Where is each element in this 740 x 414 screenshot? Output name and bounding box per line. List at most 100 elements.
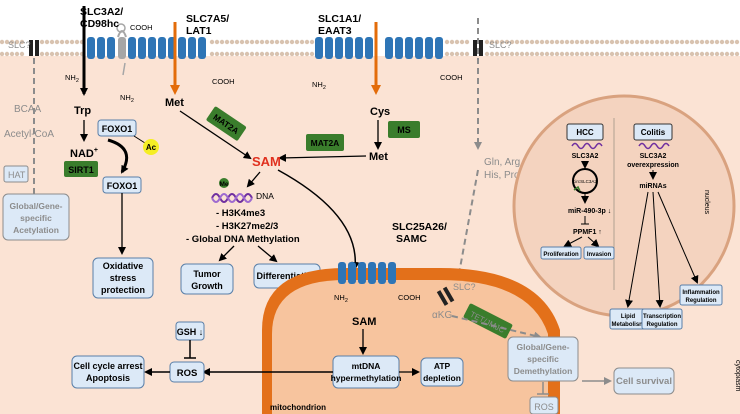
lipid-head — [284, 39, 290, 45]
lipid-head — [69, 51, 75, 57]
cell-cycle-box — [71, 355, 145, 389]
lipid-head — [664, 39, 670, 45]
to-lipid-arrow — [625, 191, 649, 308]
hcc-box — [566, 123, 604, 141]
nucleus — [512, 94, 736, 318]
lipid-head — [594, 39, 600, 45]
lipid-head — [659, 51, 665, 57]
lipid-head — [244, 39, 250, 45]
lipid-head — [724, 39, 730, 45]
lipid-head — [234, 39, 240, 45]
dna-label: DNA — [256, 191, 274, 201]
lipid-head — [214, 39, 220, 45]
lipid-head — [634, 51, 640, 57]
global-acetylation-line1: Global/Gene- — [10, 201, 63, 211]
cooh-samc: COOH — [398, 293, 421, 302]
lipid-head — [4, 51, 10, 57]
lipid-head — [69, 39, 75, 45]
lipid-head — [664, 51, 670, 57]
histone-line3: - Global DNA Methylation — [186, 234, 300, 245]
lipid-head — [609, 39, 615, 45]
lipid-head — [649, 51, 655, 57]
colitis-slc3a2-label: SLC3A2 — [640, 153, 667, 160]
oxidative-line3: protection — [101, 285, 145, 295]
lipid-head — [694, 39, 700, 45]
lipid-head — [544, 51, 550, 57]
lipid-head — [309, 51, 315, 57]
lipid-head — [19, 51, 25, 57]
lipid-head — [509, 51, 515, 57]
lipid-head — [464, 51, 470, 57]
lipid-head — [499, 39, 505, 45]
lipid-head — [689, 39, 695, 45]
mitochondrion-label: mitochondrion — [270, 403, 326, 412]
lipid-head — [579, 39, 585, 45]
lipid-head — [549, 39, 555, 45]
lipid-head — [294, 51, 300, 57]
lipid-head — [624, 51, 630, 57]
lipid-head — [294, 39, 300, 45]
ms-box — [388, 121, 420, 138]
lipid-head — [74, 51, 80, 57]
lipid-head — [524, 39, 530, 45]
ac-label: Ac — [146, 143, 157, 152]
oxidative-stress-box — [92, 257, 154, 299]
tumor-line1: Tumor — [193, 269, 221, 279]
lipid-head — [699, 51, 705, 57]
overexpression-label: overexpression — [627, 162, 679, 169]
circular-rna-icon — [572, 168, 598, 194]
slc-right-label: SLC? — [489, 40, 512, 50]
cell-cycle-line2: Apoptosis — [86, 373, 130, 383]
transcription-line2: Regulation — [647, 322, 678, 328]
lipid-head — [509, 39, 515, 45]
akg-to-demethylation-arrow — [451, 315, 542, 340]
cooh-slc3a2: COOH — [130, 23, 153, 32]
global-demethylation-box — [507, 336, 579, 382]
lipid-head — [564, 39, 570, 45]
inflammation-regulation-box — [679, 284, 723, 306]
lipid-head — [709, 51, 715, 57]
transcription-regulation-box — [641, 308, 683, 330]
lipid-head — [729, 39, 735, 45]
lipid-head — [249, 51, 255, 57]
hcc-dna-icon — [571, 142, 603, 150]
lipid-head — [54, 39, 60, 45]
acetyl-group — [143, 139, 159, 155]
lipid-head — [489, 51, 495, 57]
lipid-head — [569, 51, 575, 57]
lipid-head — [274, 51, 280, 57]
slc1a1-protein — [315, 37, 443, 59]
lipid-head — [539, 51, 545, 57]
nh2-slc3a2-b: NH2 — [120, 93, 134, 104]
gsh-label: GSH ↓ — [177, 327, 204, 337]
to-inflammation-arrow — [657, 191, 699, 284]
demethyl-line3: Demethylation — [514, 366, 573, 376]
akg-label: αKG — [432, 310, 452, 321]
lipid-head — [574, 51, 580, 57]
mtdna-line1: mtDNA — [352, 361, 381, 371]
me-label: Me — [219, 181, 228, 188]
lipid-head — [214, 51, 220, 57]
foxo1-acetylated-box — [97, 119, 137, 137]
lipid-head — [644, 39, 650, 45]
inflammation-line2: Regulation — [686, 298, 717, 304]
lipid-head — [539, 39, 545, 45]
lipid-head — [629, 39, 635, 45]
lipid-head — [709, 39, 715, 45]
lipid-head — [454, 39, 460, 45]
cell-survival-label: Cell survival — [616, 376, 672, 387]
lipid-head — [0, 51, 5, 57]
slc-mito-channel — [436, 286, 455, 306]
lipid-head — [639, 51, 645, 57]
lipid-head — [599, 51, 605, 57]
lipid-head — [449, 51, 455, 57]
lipid-head — [9, 51, 15, 57]
lipid-head — [234, 51, 240, 57]
colitis-dna-icon — [638, 142, 670, 150]
lipid-head — [44, 39, 50, 45]
histone-line1: - H3K4me3 — [216, 208, 265, 219]
lipid-head — [494, 39, 500, 45]
lipid-head — [279, 51, 285, 57]
ros-grey-box — [529, 396, 559, 414]
nh2-samc: NH2 — [334, 293, 348, 304]
